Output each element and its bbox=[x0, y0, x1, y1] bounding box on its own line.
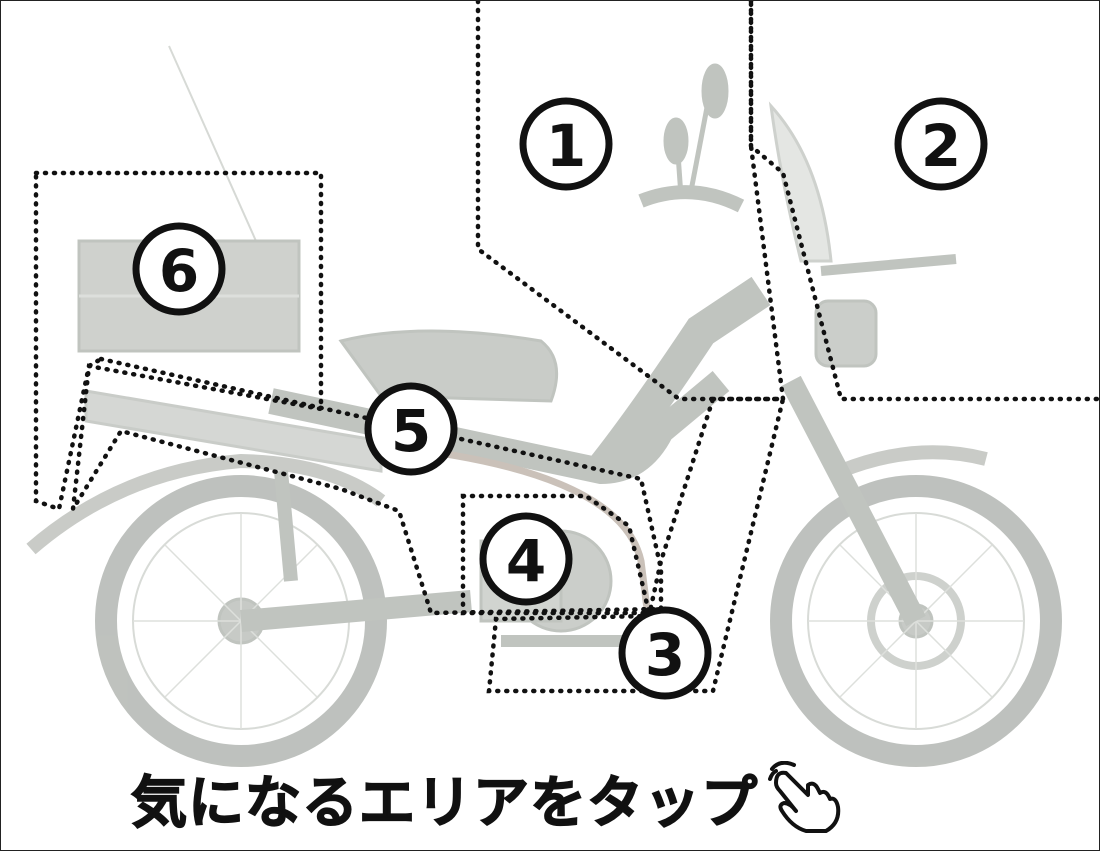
area-4-zone[interactable] bbox=[460, 493, 652, 616]
area-2-number: 2 bbox=[921, 112, 961, 180]
area-6-number: 6 bbox=[159, 237, 199, 305]
area-2-zone[interactable] bbox=[748, 1, 1099, 402]
area-3-zone[interactable] bbox=[486, 396, 786, 694]
area-3-badge[interactable]: 3 bbox=[618, 606, 712, 700]
area-4-number: 4 bbox=[506, 527, 546, 595]
area-5-zone[interactable] bbox=[70, 356, 664, 616]
tap-instruction-text: 気になるエリアをタップ bbox=[130, 770, 758, 837]
area-1-number: 1 bbox=[546, 112, 586, 180]
tap-instruction: 気になるエリアをタップ bbox=[130, 753, 842, 843]
area-6-badge[interactable]: 6 bbox=[132, 222, 226, 316]
area-4-badge[interactable]: 4 bbox=[479, 512, 573, 606]
tap-hand-icon bbox=[768, 761, 841, 833]
area-3-number: 3 bbox=[645, 621, 685, 689]
area-1-zone[interactable] bbox=[475, 1, 786, 402]
area-2-badge[interactable]: 2 bbox=[894, 97, 988, 191]
area-5-badge[interactable]: 5 bbox=[364, 382, 458, 476]
area-5-number: 5 bbox=[391, 397, 431, 465]
area-1-badge[interactable]: 1 bbox=[519, 97, 613, 191]
